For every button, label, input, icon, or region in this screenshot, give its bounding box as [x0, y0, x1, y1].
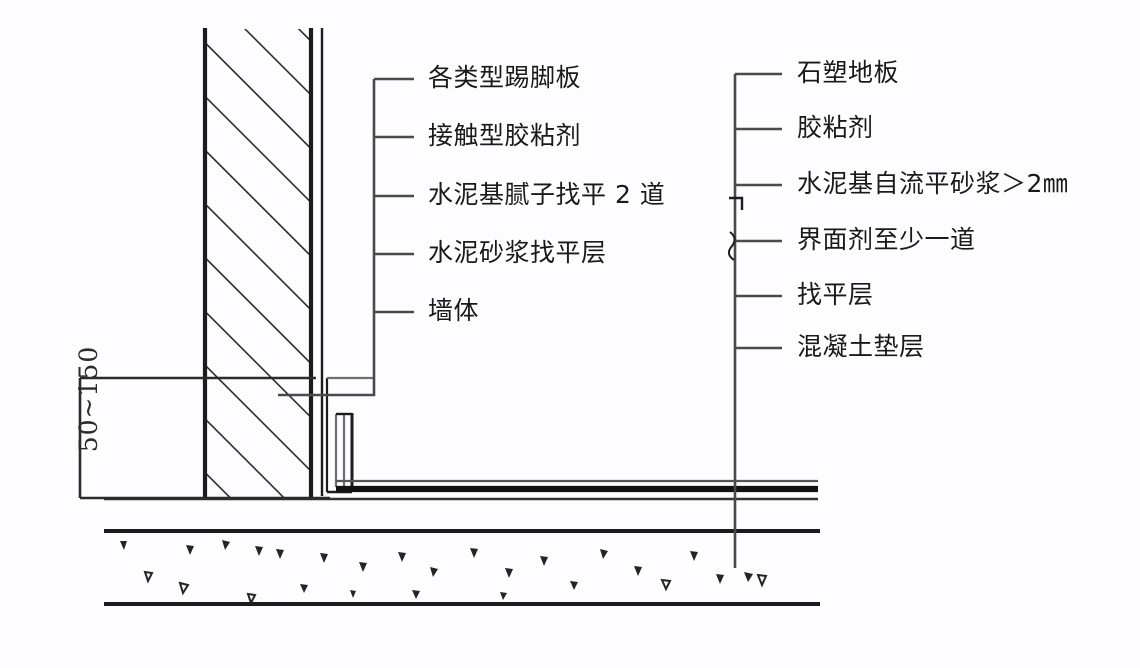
right-leader-break-symbol [728, 231, 736, 261]
right-leader-kink-upper [729, 196, 744, 210]
dimension-bracket [78, 376, 330, 500]
label-spc-floor: 石塑地板 [797, 58, 900, 87]
label-leveling-layer: 找平层 [797, 280, 874, 309]
left-leader-lines [278, 77, 414, 397]
label-interface-agent: 界面剂至少一道 [797, 225, 976, 254]
label-baseboard: 各类型踢脚板 [428, 63, 582, 92]
label-concrete-cushion: 混凝土垫层 [797, 332, 925, 361]
baseboard-detail [325, 376, 374, 494]
label-wall-body: 墙体 [428, 296, 480, 325]
wall-hatch-fill [205, 29, 311, 497]
label-cement-putty: 水泥基腻子找平 2 道 [428, 180, 666, 209]
label-adhesive: 胶粘剂 [797, 113, 874, 142]
concrete-cushion-slab [104, 529, 820, 606]
aggregate-marks [120, 540, 768, 606]
label-self-leveling: 水泥基自流平砂浆＞2㎜ [797, 169, 1069, 198]
label-cement-mortar: 水泥砂浆找平层 [428, 238, 607, 267]
right-leader-lines [728, 72, 782, 568]
left-leader-spine [330, 79, 376, 397]
wall-assembly [202, 28, 324, 498]
label-contact-adhesive: 接触型胶粘剂 [428, 121, 582, 150]
dimension-label: 50~150 [74, 345, 103, 453]
